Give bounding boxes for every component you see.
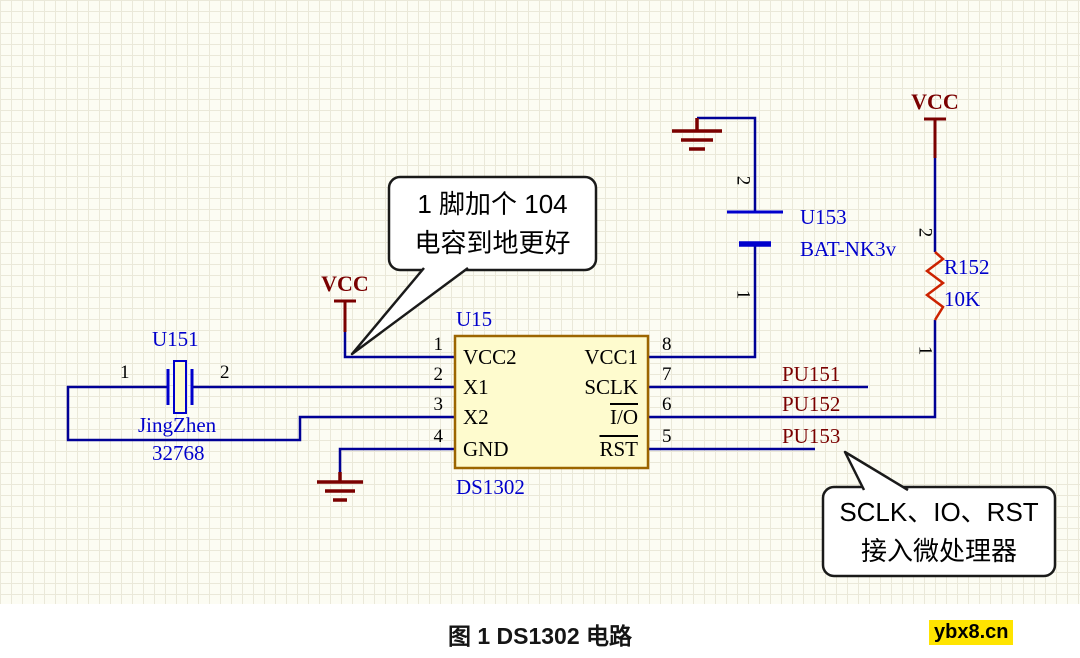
resistor-value-label: 10K [944,287,981,311]
battery-symbol [727,210,783,247]
gnd-symbol-bottom [317,472,363,502]
chip-refdes: U15 [456,307,493,331]
gnd-symbol-top [672,118,722,151]
crystal-symbol [166,360,194,414]
chip-pin-name-rst: RST [599,437,638,461]
chip-pin-name-x1: X1 [463,375,489,399]
chip-pin2-number: 2 [433,364,444,385]
battery-pin1-number: 1 [732,289,754,300]
chip-pin1-number: 1 [433,334,444,355]
chip-pin-name-gnd: GND [463,437,509,461]
chip-pin7-number: 7 [662,364,672,385]
resistor-pin2-number: 2 [914,227,936,238]
chip-pin-name-sclk: SCLK [584,375,638,399]
callout-capacitor-line1: 1 脚加个 104 [417,188,568,219]
chip-body [453,334,650,470]
chip-part-label: DS1302 [456,475,525,499]
wire-crystal-loop-to-x2 [66,385,455,442]
vcc-port-left [334,299,356,332]
callout-capacitor-bubble [350,175,598,356]
vcc-right-label: VCC [911,89,959,114]
callout-mcu-note: SCLK、IO、RST 接入微处理器 [823,487,1055,576]
crystal-pin1-number: 1 [120,362,130,383]
chip-pin3-number: 3 [433,394,444,415]
net-label-pu151: PU151 [782,362,841,386]
wire-vcc1-to-battery [648,244,757,359]
chip-pin-name-vcc1: VCC1 [584,345,638,369]
chip-pin4-number: 4 [433,426,444,447]
watermark: ybx8.cn [929,620,1014,645]
callout-mcu-line2: 接入微处理器 [860,535,1017,566]
net-label-pu152: PU152 [782,392,841,416]
chip-pin-name-vcc2: VCC2 [463,345,517,369]
wires [66,116,937,472]
resistor-refdes: R152 [944,255,990,279]
schematic-canvas [66,116,1057,578]
chip-pin-name-x2: X2 [463,405,489,429]
crystal-refdes: U151 [152,327,199,351]
callout-capacitor-note: 1 脚加个 104 电容到地更好 [389,177,596,270]
net-label-pu153: PU153 [782,424,841,448]
chip-pin-name-io: I/O [610,405,638,429]
wire-io-to-resistor [648,320,937,419]
crystal-pin2-number: 2 [220,362,230,383]
crystal-value-label: 32768 [152,441,205,465]
figure-caption: 图 1 DS1302 电路 [447,623,633,649]
callout-mcu-line1: SCLK、IO、RST [839,496,1039,527]
callout-mcu-bubble [821,450,1057,578]
chip-pin8-number: 8 [662,334,672,355]
wire-gnd-pin4 [338,447,455,472]
vcc-left-label: VCC [321,271,369,296]
battery-pin2-number: 2 [732,175,754,186]
wire-battery-to-gnd [697,116,757,212]
wire-vcc-to-pin1 [343,332,455,359]
schematic-grid-background [0,0,1080,604]
resistor-pin1-number: 1 [914,345,936,356]
battery-part-label: BAT-NK3v [800,237,897,261]
crystal-name-label: JingZhen [138,413,217,437]
resistor-symbol [924,251,946,321]
vcc-port-right [924,117,946,158]
callout-capacitor-line2: 电容到地更好 [414,227,571,258]
chip-pin6-number: 6 [662,394,672,415]
battery-refdes: U153 [800,205,847,229]
chip-pin5-number: 5 [662,426,672,447]
